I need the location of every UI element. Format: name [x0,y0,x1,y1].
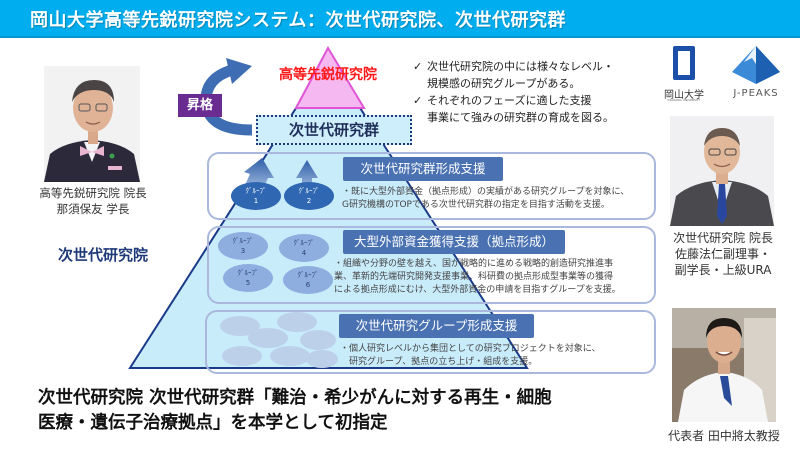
bullet-text: 次世代研究院の中には様々なレベル・ [427,60,614,73]
president-role: 高等先鋭研究院 院長 [39,186,147,200]
person-photo-icon [44,66,140,182]
headline-line: 次世代研究院 次世代研究群「難治・希少がんに対する再生・細胞 [38,388,552,408]
level1-title: 次世代研究群形成支援 [343,157,503,181]
portrait-representative [672,308,776,422]
group-4: ｸﾞﾙｰﾌﾟ 4 [279,234,329,262]
emerging-group [222,346,262,366]
emerging-group [248,328,288,348]
group-number: 4 [301,249,307,257]
representative-name: 代表者 田中將太教授 [668,429,780,443]
portrait-president [44,66,140,182]
bullet-text: 事業にて強みの研究群の育成を図る。 [427,111,614,124]
level3-title: 次世代研究グループ形成支援 [339,314,534,338]
person-photo-icon [670,116,774,226]
level1-desc-line: G研究機構のTOPである次世代研究群の指定を目指す活動を支援。 [342,200,610,210]
group-label: ｸﾞﾙｰﾌﾟ [237,269,259,277]
jpeaks-mountain-logo-icon [732,46,780,84]
check-icon: ✓ [413,60,423,73]
headline-line: 医療・遺伝子治療拠点」を本学として初指定 [38,413,388,433]
group-number: 3 [240,247,246,255]
check-icon: ✓ [413,94,423,107]
group-1: ｸﾞﾙｰﾌﾟ 1 [231,182,281,210]
okayama-university-logo-icon [673,46,695,80]
group-2: ｸﾞﾙｰﾌﾟ 2 [284,182,334,210]
level3-desc-line: ・個人研究レベルから集団としての研究プロジェクトを対象に、 [340,344,601,354]
okayama-logo-text: 岡山大学 [664,90,704,101]
bullet-item: ✓ それぞれのフェーズに適した支援 事業にて強みの研究群の育成を図る。 [413,92,614,126]
level-box-group-formation [205,310,656,374]
level-box-funding-support [207,226,656,304]
advanced-institute-label: 高等先鋭研究院 [279,67,377,83]
level2-desc-line: ・組織や分野の壁を越え、国が戦略的に進める戦略的創造研究推進事 [334,259,614,269]
announcement-headline: 次世代研究院 次世代研究群「難治・希少がんに対する再生・細胞 医療・遺伝子治療拠… [38,386,552,436]
group-5: ｸﾞﾙｰﾌﾟ 5 [223,264,273,292]
level-box-cluster-formation [207,152,656,220]
level2-desc-line: による拠点形成にむけ、大型外部資金の申請を目指すグループを支援。 [334,285,621,295]
director-role: 次世代研究院 院長 [673,231,773,245]
okayama-logo-subtext: OKAYAMA UNIVERSITY [667,98,701,102]
group-label: ｸﾞﾙｰﾌﾟ [232,237,254,245]
group-3: ｸﾞﾙｰﾌﾟ 3 [218,232,268,260]
group-label: ｸﾞﾙｰﾌﾟ [245,187,267,195]
person-photo-icon [672,308,776,422]
slide-title: 岡山大学高等先鋭研究院システム：次世代研究院、次世代研究群 [30,10,566,31]
title-bar: 岡山大学高等先鋭研究院システム：次世代研究院、次世代研究群 [0,0,800,38]
level3-desc-line: 研究グループ、拠点の立ち上げ・組成を支援。 [340,357,538,367]
portrait-institute-director [670,116,774,226]
group-number: 5 [245,279,251,287]
director-caption: 次世代研究院 院長 佐藤法仁副理事・ 副学長・上級URA [660,230,786,278]
group-number: 2 [306,197,312,205]
key-points: ✓ 次世代研究院の中には様々なレベル・ 規模感の研究グループがある。 ✓ それぞ… [413,58,614,126]
level2-title: 大型外部資金獲得支援（拠点形成） [343,230,565,254]
group-6: ｸﾞﾙｰﾌﾟ 6 [283,266,333,294]
emerging-group [270,346,310,366]
president-caption: 高等先鋭研究院 院長 那須保友 学長 [28,185,158,217]
emerging-group [306,350,338,368]
bullet-text: 規模感の研究グループがある。 [427,77,581,90]
group-label: ｸﾞﾙｰﾌﾟ [297,271,319,279]
emerging-group [300,330,336,350]
jpeaks-logo-text: J-PEAKS [733,88,779,99]
emerging-group [220,316,260,336]
director-name: 佐藤法仁副理事・ [674,247,771,261]
level1-desc: ・既に大型外部資金（拠点形成）の実績がある研究グループを対象に、 G研究機構のT… [342,186,629,212]
bullet-text: それぞれのフェーズに適した支援 [427,94,592,107]
level3-desc: ・個人研究レベルから集団としての研究プロジェクトを対象に、 研究グループ、拠点の… [340,343,600,369]
group-number: 6 [305,281,311,289]
level1-desc-line: ・既に大型外部資金（拠点形成）の実績がある研究グループを対象に、 [342,187,630,197]
representative-caption: 代表者 田中將太教授 [660,428,788,444]
next-gen-cluster-box: 次世代研究群 [256,115,412,145]
level2-desc-line: 業、革新的先端研究開発支援事業、科研費の拠点形成型事業等の獲得 [334,272,614,282]
level2-desc: ・組織や分野の壁を越え、国が戦略的に進める戦略的創造研究推進事 業、革新的先端研… [334,258,621,297]
next-gen-institute-label: 次世代研究院 [58,246,149,264]
promotion-badge: 昇格 [178,94,222,117]
emerging-group [277,312,317,332]
director-title: 副学長・上級URA [674,263,772,277]
group-label: ｸﾞﾙｰﾌﾟ [293,239,315,247]
group-label: ｸﾞﾙｰﾌﾟ [298,187,320,195]
logos: 岡山大学 OKAYAMA UNIVERSITY J-PEAKS [660,44,790,104]
bullet-item: ✓ 次世代研究院の中には様々なレベル・ 規模感の研究グループがある。 [413,58,614,92]
president-name: 那須保友 学長 [56,202,130,216]
group-number: 1 [253,197,259,205]
